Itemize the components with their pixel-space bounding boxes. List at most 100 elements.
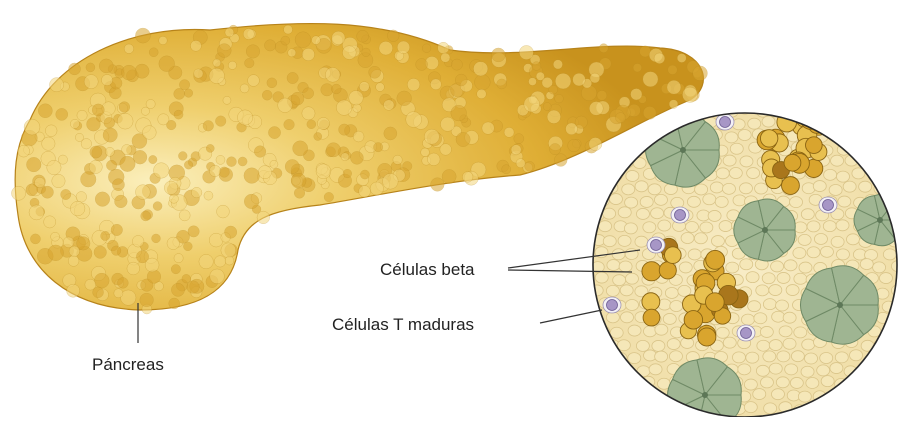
tissue-cell [783, 338, 796, 349]
tissue-cell [874, 130, 887, 141]
tissue-cell [716, 168, 729, 179]
organ-lobule [171, 264, 180, 273]
organ-lobule [174, 88, 185, 99]
tissue-cell [756, 365, 769, 376]
organ-lobule [159, 56, 175, 72]
organ-lobule [589, 137, 602, 150]
organ-lobule [643, 71, 658, 86]
organ-lobule [149, 155, 157, 163]
organ-lobule [590, 73, 600, 83]
tissue-cell [824, 403, 837, 414]
organ-lobule [153, 163, 169, 179]
tissue-cell [882, 145, 895, 156]
tissue-cell [763, 299, 776, 310]
organ-lobule [104, 117, 115, 128]
organ-lobule [146, 99, 155, 108]
organ-lobule [179, 80, 189, 90]
tissue-cell [610, 327, 623, 338]
tissue-cell [823, 221, 836, 232]
organ-lobule [407, 78, 420, 91]
tissue-cell [806, 403, 819, 414]
beta-cell [684, 311, 702, 329]
tissue-cell [688, 249, 701, 260]
tissue-cell [882, 403, 895, 414]
tissue-cell [620, 312, 633, 323]
tissue-cell [831, 155, 844, 166]
tissue-cell [835, 352, 848, 363]
tissue-cell [658, 118, 671, 129]
organ-lobule [179, 210, 190, 221]
organ-lobule [442, 169, 456, 183]
tissue-cell [783, 312, 796, 323]
tissue-cell [882, 301, 895, 312]
organ-lobule [95, 192, 110, 207]
organ-lobule [303, 88, 314, 99]
tissue-cell [663, 313, 676, 324]
organ-lobule [101, 74, 112, 85]
tissue-cell [876, 392, 889, 403]
organ-lobule [502, 165, 511, 174]
tissue-cell [801, 209, 814, 220]
tissue-cell [756, 285, 769, 296]
beta-cell [664, 247, 681, 264]
tissue-cell [820, 246, 833, 257]
tissue-cell [813, 181, 826, 192]
organ-lobule [599, 44, 608, 53]
organ-lobule [89, 160, 102, 173]
tissue-cell [590, 338, 603, 349]
organ-lobule [203, 121, 214, 132]
tissue-cell [710, 182, 723, 193]
organ-lobule [51, 232, 60, 241]
beta-cell [642, 293, 660, 311]
organ-lobule [294, 188, 305, 199]
organ-lobule [630, 88, 642, 100]
tissue-cell [769, 363, 782, 374]
organ-lobule [284, 119, 295, 130]
tissue-cell [652, 340, 665, 351]
tissue-cell [726, 262, 739, 273]
tissue-cell [695, 104, 708, 115]
organ-lobule [295, 32, 311, 48]
tissue-cell [757, 340, 770, 351]
tissue-cell [772, 311, 785, 322]
tissue-cell [873, 157, 886, 168]
tissue-cell [791, 351, 804, 362]
tissue-cell [867, 402, 880, 413]
organ-lobule [332, 31, 346, 45]
tissue-cell [794, 222, 807, 233]
organ-lobule [285, 159, 299, 173]
beta-cell [706, 250, 725, 269]
organ-lobule [244, 194, 259, 209]
organ-lobule [191, 187, 202, 198]
organ-lobule [240, 84, 249, 93]
tissue-cell [723, 337, 736, 348]
organ-lobule [397, 41, 410, 54]
organ-lobule [278, 98, 293, 113]
organ-lobule [41, 186, 53, 198]
organ-lobule [514, 134, 524, 144]
organ-lobule [349, 90, 364, 105]
tissue-cell [873, 262, 886, 273]
organ-lobule [245, 58, 255, 68]
tissue-cell [687, 196, 700, 207]
organ-lobule [76, 192, 87, 203]
organ-lobule [383, 100, 394, 111]
tissue-cell [776, 300, 789, 311]
organ-lobule [325, 67, 340, 82]
tissue-cell [628, 353, 641, 364]
tissue-cell [723, 155, 736, 166]
organ-lobule [24, 119, 40, 135]
tissue-cell [873, 364, 886, 375]
tissue-cell [793, 248, 806, 259]
tissue-cell [830, 392, 843, 403]
organ-lobule [38, 104, 52, 118]
beta-cell [659, 262, 676, 279]
tissue-cell [794, 273, 807, 284]
tissue-cell [635, 181, 648, 192]
organ-lobule [135, 64, 149, 78]
organ-lobule [115, 195, 128, 208]
tissue-cell [667, 339, 680, 350]
organ-lobule [209, 233, 223, 247]
tissue-cell [681, 233, 694, 244]
tissue-cell [656, 403, 669, 414]
